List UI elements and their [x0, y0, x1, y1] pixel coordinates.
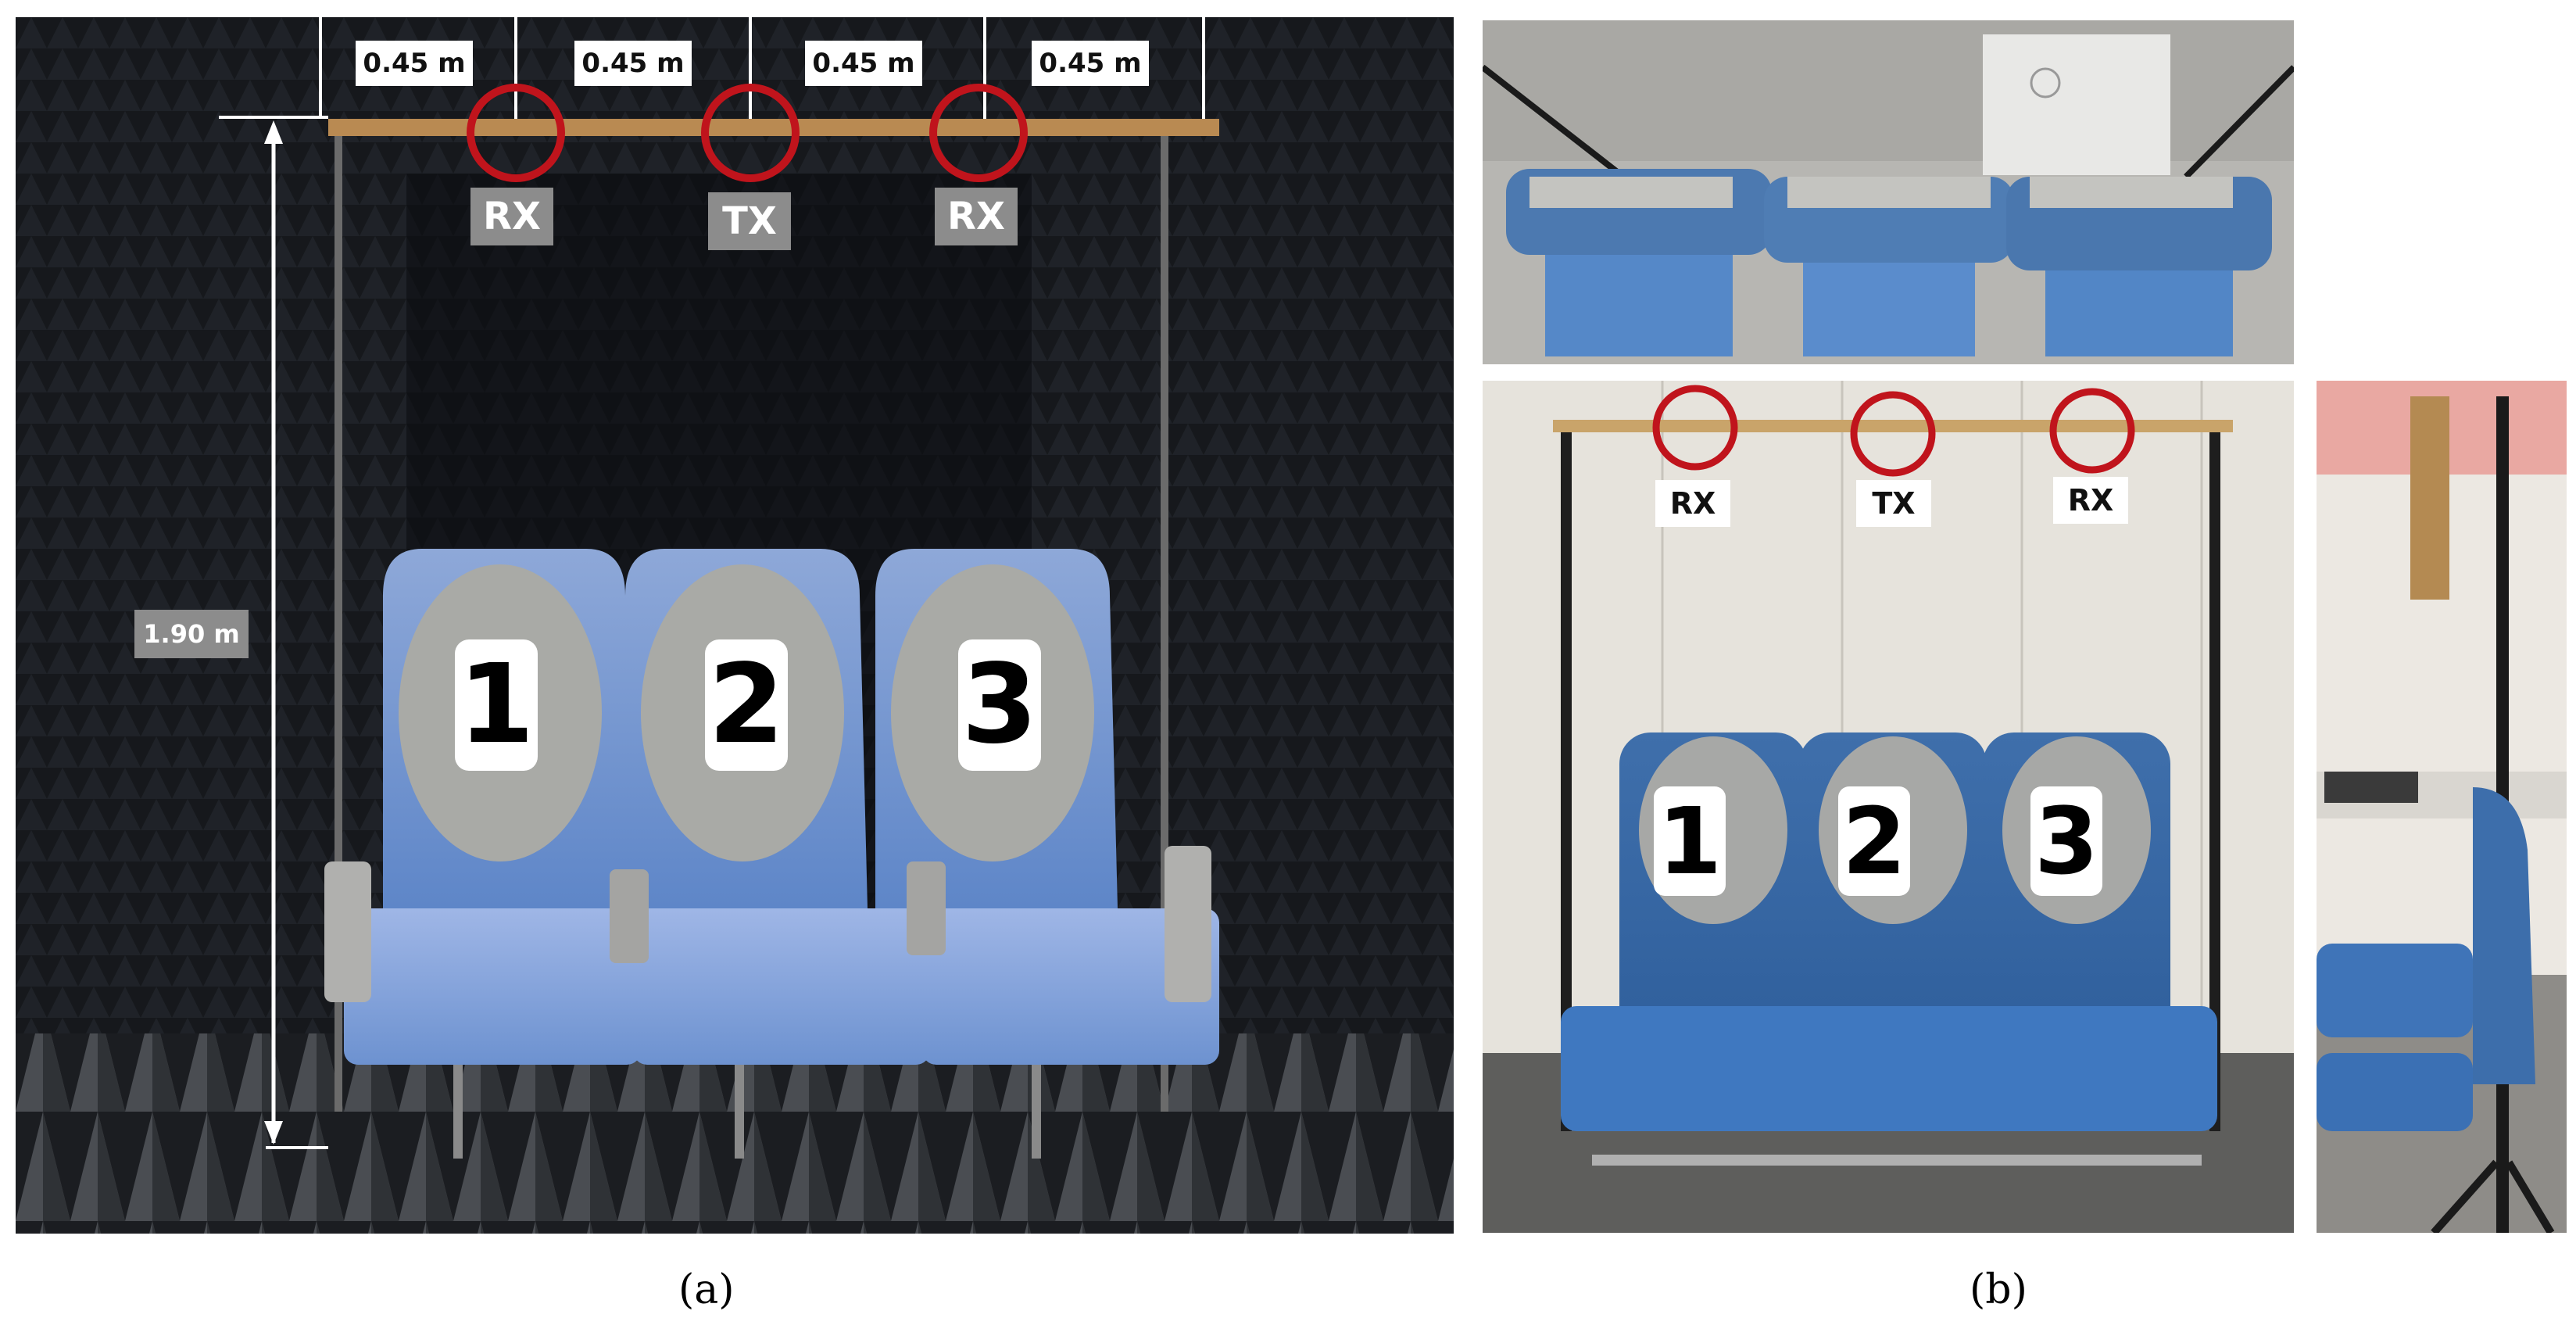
seat-number-2: 2: [705, 639, 788, 771]
spacing-label-4: 0.45 m: [1032, 41, 1149, 86]
office-antenna-label-rx-right: RX: [2053, 477, 2128, 524]
spacing-label-3: 0.45 m: [805, 41, 922, 86]
side-view-photo: [2317, 381, 2567, 1233]
spacing-label-2: 0.45 m: [574, 41, 692, 86]
caption-a: (a): [678, 1266, 735, 1313]
spacing-label-1: 0.45 m: [356, 41, 473, 86]
antenna-label-rx-left: RX: [470, 188, 553, 245]
office-seat-number-2: 2: [1838, 786, 1910, 896]
height-label: 1.90 m: [134, 610, 249, 658]
antenna-label-rx-right: RX: [935, 188, 1018, 245]
seat-number-3: 3: [958, 639, 1041, 771]
seats-top-view-photo: [1483, 20, 2294, 364]
antenna-label-tx: TX: [708, 192, 791, 250]
office-setup-photo: [1483, 381, 2294, 1233]
office-antenna-label-tx: TX: [1856, 480, 1931, 527]
office-seat-number-1: 1: [1654, 786, 1726, 896]
office-antenna-label-rx-left: RX: [1655, 480, 1730, 527]
office-seat-number-3: 3: [2030, 786, 2102, 896]
seat-number-1: 1: [455, 639, 538, 771]
caption-b: (b): [1970, 1266, 2027, 1313]
